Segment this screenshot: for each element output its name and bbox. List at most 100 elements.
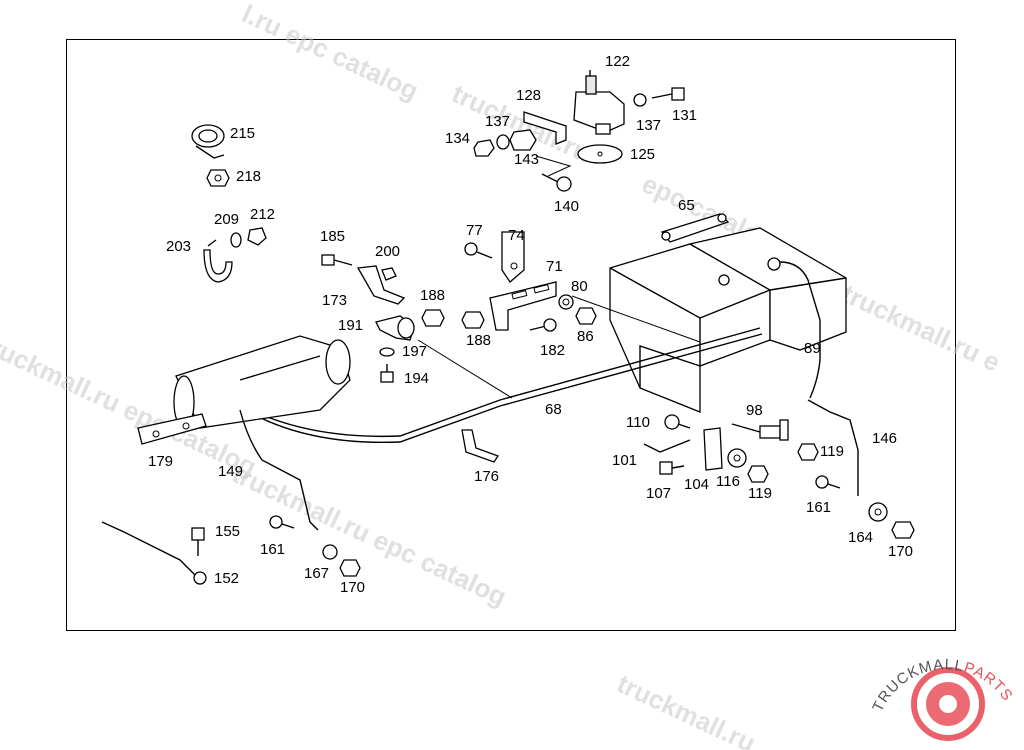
- part-170-nut: [891, 521, 915, 539]
- label-149: 149: [218, 463, 243, 480]
- label-188: 188: [420, 287, 445, 304]
- label-209: 209: [214, 211, 239, 228]
- part-89-cable: [779, 261, 821, 399]
- diagram-frame: [66, 39, 956, 631]
- part-77-bolt: [464, 242, 493, 259]
- label-161: 161: [260, 541, 285, 558]
- part-80-washer: [558, 294, 574, 310]
- part-149-cable: [239, 409, 319, 531]
- label-71: 71: [546, 258, 563, 275]
- label-170: 170: [888, 543, 913, 560]
- part-152-eyelet: [193, 571, 207, 585]
- part-122-battery-switch: [573, 70, 625, 135]
- part-188-nut: [421, 309, 445, 327]
- part-104-bracket: [703, 427, 723, 471]
- part-131-bolt: [651, 87, 685, 101]
- part-143-nut: [509, 129, 537, 151]
- part-128-bracket: [523, 111, 567, 145]
- part-218-nut: [206, 169, 230, 187]
- label-194: 194: [404, 370, 429, 387]
- watermark-text: truckmall.ru: [612, 668, 760, 750]
- part-137-washer: [496, 134, 510, 150]
- watermark-text: truckmall.ru epc catalog: [227, 458, 511, 612]
- label-89: 89: [804, 340, 821, 357]
- label-218: 218: [236, 168, 261, 185]
- label-137: 137: [636, 117, 661, 134]
- part-209-washer: [230, 232, 242, 248]
- part-101-pipe: [643, 439, 691, 453]
- label-116: 116: [716, 473, 740, 490]
- label-119: 119: [748, 485, 772, 502]
- label-176: 176: [474, 468, 499, 485]
- label-65: 65: [678, 197, 695, 214]
- part-110-bolt: [664, 414, 691, 430]
- part-152-cable: [101, 521, 197, 577]
- label-98: 98: [746, 402, 763, 419]
- part-65-connector: [660, 213, 730, 243]
- part-125-disc: [577, 144, 623, 164]
- label-191: 191: [338, 317, 363, 334]
- label-200: 200: [375, 243, 400, 260]
- part-182-bolt: [529, 318, 557, 332]
- label-125: 125: [630, 146, 655, 163]
- part-164-washer: [868, 502, 888, 522]
- label-197: 197: [402, 343, 427, 360]
- truckmall-parts-logo: TRUCKMALLPARTS: [869, 656, 1015, 741]
- label-212: 212: [250, 206, 275, 223]
- label-137: 137: [485, 113, 510, 130]
- label-101: 101: [612, 452, 637, 469]
- part-200-bracket: [356, 265, 406, 305]
- label-170: 170: [340, 579, 365, 596]
- label-185: 185: [320, 228, 345, 245]
- part-185-bolt: [321, 254, 353, 266]
- label-203: 203: [166, 238, 191, 255]
- part-146-cable: [807, 399, 859, 496]
- part-86-nut: [575, 307, 597, 325]
- part-194-bolt: [380, 364, 394, 383]
- part-107-bolt: [659, 461, 685, 475]
- label-86: 86: [577, 328, 594, 345]
- battery-left: [609, 243, 771, 413]
- leader-line: [535, 155, 572, 177]
- label-74: 74: [508, 227, 525, 244]
- label-161: 161: [806, 499, 831, 516]
- label-152: 152: [214, 570, 239, 587]
- part-116-washer: [727, 448, 747, 468]
- label-167: 167: [304, 565, 329, 582]
- label-119: 119: [820, 443, 844, 460]
- label-68: 68: [545, 401, 562, 418]
- label-215: 215: [230, 125, 255, 142]
- label-131: 131: [672, 107, 697, 124]
- label-134: 134: [445, 130, 470, 147]
- label-140: 140: [554, 198, 579, 215]
- label-182: 182: [540, 342, 565, 359]
- label-122: 122: [605, 53, 630, 70]
- label-128: 128: [516, 87, 541, 104]
- part-119-nut: [747, 465, 769, 483]
- part-161-bolt: [269, 515, 295, 529]
- part-167-washer: [322, 544, 338, 560]
- part-191-clip: [375, 315, 415, 341]
- battery-right: [688, 227, 847, 351]
- label-110: 110: [626, 414, 650, 431]
- label-107: 107: [646, 485, 671, 502]
- part-212-nut: [247, 227, 267, 246]
- part-155-bolt: [191, 527, 205, 556]
- watermark-text: truckmall.ru e: [837, 278, 1004, 377]
- part-137-washer: [633, 93, 647, 107]
- label-188: 188: [466, 332, 491, 349]
- part-197-washer: [379, 347, 395, 357]
- part-215-clamp: [191, 124, 225, 159]
- leader-line: [417, 339, 513, 399]
- label-77: 77: [466, 222, 483, 239]
- part-179-starter-motor: [137, 335, 351, 445]
- part-71-bracket: [489, 281, 557, 331]
- label-179: 179: [148, 453, 173, 470]
- watermark-text: l.ru epc catalog: [237, 0, 423, 106]
- part-188-nut: [461, 311, 485, 329]
- label-155: 155: [215, 523, 240, 540]
- leader-line: [571, 295, 701, 343]
- label-173: 173: [322, 292, 347, 309]
- part-176-bracket: [461, 429, 499, 463]
